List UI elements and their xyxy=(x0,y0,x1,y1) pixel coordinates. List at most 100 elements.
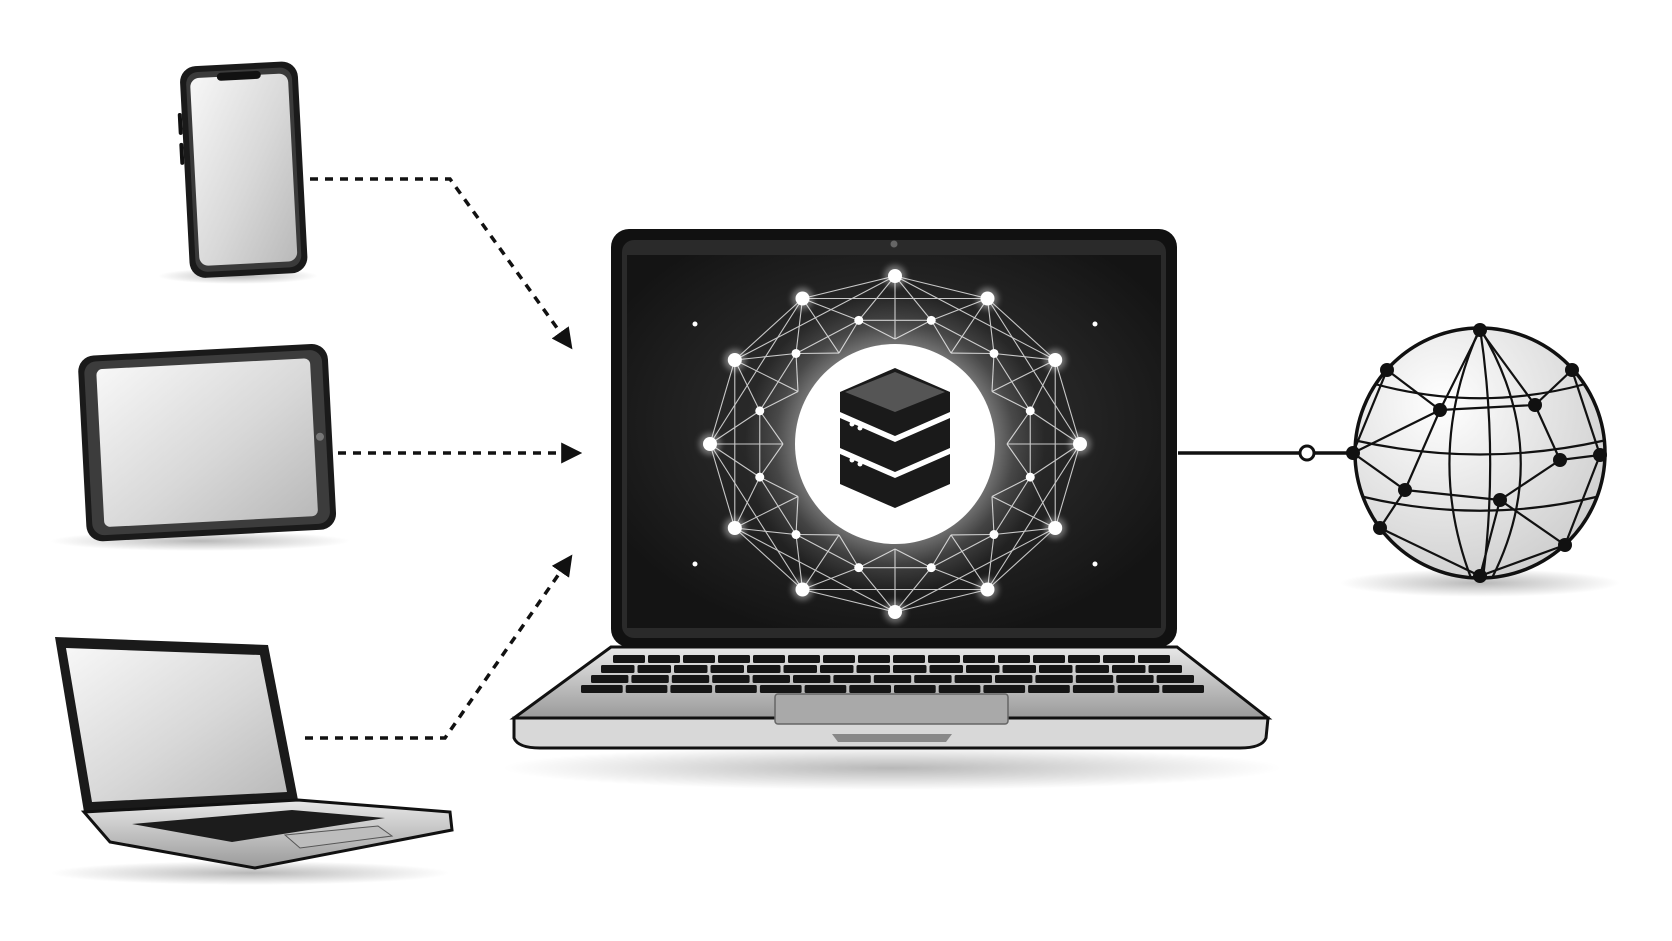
globe-node xyxy=(1398,483,1412,497)
globe-link xyxy=(1563,454,1602,546)
mesh-link xyxy=(987,527,1056,590)
globe-node xyxy=(1380,363,1394,377)
keyboard-key xyxy=(1116,675,1154,683)
keyboard-key xyxy=(894,685,936,693)
keyboard-key xyxy=(823,655,855,663)
keyboard-key xyxy=(893,665,927,673)
globe-node xyxy=(1373,521,1387,535)
tablet-device xyxy=(50,344,350,551)
mesh-node xyxy=(888,605,902,619)
keyboard-key xyxy=(820,665,854,673)
keyboard-key xyxy=(858,655,890,663)
mesh-link xyxy=(802,275,896,300)
globe-nodes xyxy=(1346,323,1607,583)
keyboard-key xyxy=(928,655,960,663)
keyboard-key xyxy=(1068,655,1100,663)
keyboard-key xyxy=(1039,665,1073,673)
globe-network-icon xyxy=(1346,323,1607,583)
globe-node xyxy=(1528,398,1542,412)
keyboard-key xyxy=(856,665,890,673)
keyboard-key xyxy=(671,675,710,683)
mesh-link xyxy=(987,298,1056,361)
globe-link xyxy=(1479,543,1566,578)
globe-link xyxy=(1352,409,1441,454)
mesh-link xyxy=(894,588,988,613)
trackpad xyxy=(774,693,1009,725)
mesh-node xyxy=(703,437,717,451)
keyboard-key xyxy=(631,675,669,683)
keyboard-key xyxy=(929,665,963,673)
keyboard-key xyxy=(893,655,925,663)
globe-meridian xyxy=(1448,327,1482,579)
connector-node xyxy=(1298,444,1316,462)
mesh-node xyxy=(980,291,995,306)
mesh-node xyxy=(1048,521,1063,535)
keyboard-key xyxy=(683,655,715,663)
central-laptop-device xyxy=(502,229,1282,790)
keyboard-key xyxy=(1072,685,1115,693)
mesh-link xyxy=(709,443,736,529)
keyboard-key xyxy=(938,685,981,693)
globe-link xyxy=(1439,403,1536,412)
keyboard-key xyxy=(753,655,785,663)
keyboard-key xyxy=(591,675,629,683)
globe-latitude xyxy=(1355,439,1605,456)
globe-link xyxy=(1386,369,1441,411)
mesh-link xyxy=(709,359,736,445)
keyboard-key xyxy=(966,665,1000,673)
keyboard-key xyxy=(995,675,1033,683)
globe-link xyxy=(1403,409,1442,491)
keyboard xyxy=(581,655,1204,693)
mesh-link xyxy=(734,298,803,361)
mesh-sparkle xyxy=(1092,321,1098,327)
globe-node xyxy=(1553,453,1567,467)
keyboard-key xyxy=(710,665,744,673)
globe-device xyxy=(1340,323,1620,597)
keyboard-key xyxy=(625,685,668,693)
globe-links xyxy=(1351,327,1605,579)
keyboard-key xyxy=(718,655,750,663)
globe-link xyxy=(1499,499,1566,546)
keyboard-key xyxy=(1002,665,1036,673)
globe-node xyxy=(1346,446,1360,460)
mesh-link xyxy=(734,527,803,590)
keyboard-key xyxy=(983,685,1026,693)
globe-meridian xyxy=(1479,327,1522,579)
globe-link xyxy=(1351,369,1389,454)
connector-globe xyxy=(1178,444,1353,462)
globe-link xyxy=(1499,459,1561,501)
globe-link xyxy=(1478,499,1502,577)
mesh-node xyxy=(727,353,742,367)
mesh-sparkle xyxy=(1092,561,1098,567)
globe-meridian xyxy=(1478,327,1492,579)
keyboard-key xyxy=(849,685,891,693)
keyboard-key xyxy=(914,675,952,683)
mesh-link xyxy=(1054,443,1081,529)
globe-node xyxy=(1433,403,1447,417)
keyboard-key xyxy=(613,655,645,663)
mesh-sparkle xyxy=(692,561,698,567)
globe-link xyxy=(1379,527,1481,577)
keyboard-key xyxy=(601,665,635,673)
keyboard-key xyxy=(1112,665,1146,673)
mesh-node xyxy=(1073,437,1087,451)
server-stack-icon xyxy=(840,368,950,508)
globe-link xyxy=(1379,489,1406,529)
tablet-icon xyxy=(78,344,337,542)
mesh-link xyxy=(802,588,896,613)
smartphone-device xyxy=(158,61,318,284)
globe-node xyxy=(1473,323,1487,337)
globe-latitude xyxy=(1362,495,1598,512)
keyboard-key xyxy=(1103,655,1135,663)
mesh-link xyxy=(894,275,988,300)
keyboard-key xyxy=(712,675,750,683)
keyboard-key xyxy=(804,685,847,693)
globe-link xyxy=(1534,369,1573,406)
keyboard-key xyxy=(715,685,757,693)
keyboard-key xyxy=(637,665,671,673)
keyboard-key xyxy=(581,685,623,693)
keyboard-key xyxy=(1028,685,1070,693)
connector-small-laptop xyxy=(305,554,573,740)
